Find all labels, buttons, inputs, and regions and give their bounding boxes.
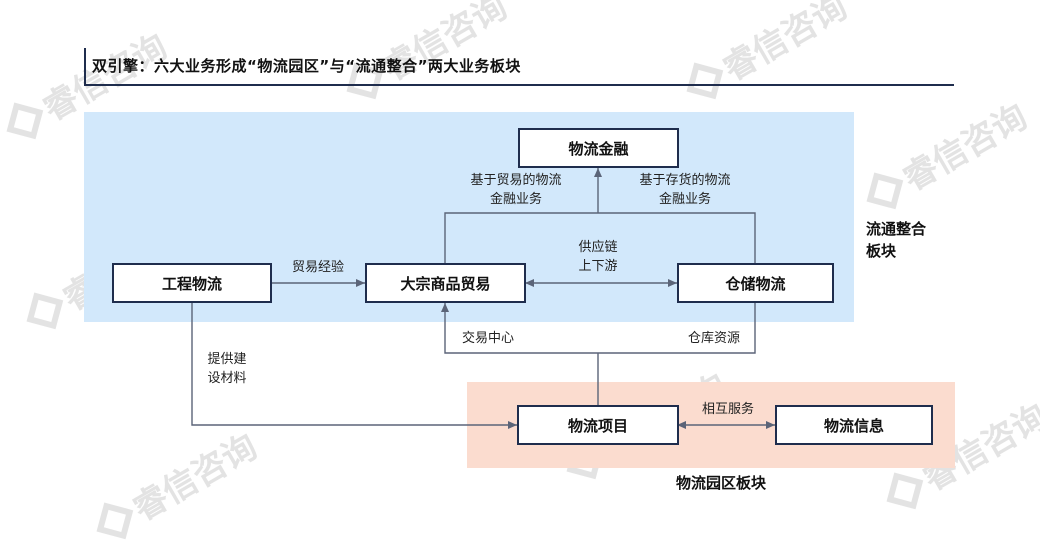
title-accent-bar: [84, 48, 86, 85]
edge-inventory-finance: [598, 212, 756, 264]
edge-trade-finance: [444, 212, 598, 264]
edge-label-line: 基于贸易的物流: [470, 173, 562, 188]
circulation-zone-label: 流通整合板块: [866, 220, 927, 260]
edge-label-line: 上下游: [578, 259, 618, 274]
node-label: 物流信息: [823, 416, 884, 435]
title-underline: [84, 84, 954, 86]
edge-materials: [191, 302, 517, 429]
edge-label-supply-chain: 供应链 上下游: [560, 238, 636, 276]
node-label: 仓储物流: [725, 274, 786, 293]
node-logistics-info: 物流信息: [775, 405, 933, 445]
node-logistics-project: 物流项目: [517, 405, 679, 445]
edge-label-line: 提供建: [207, 352, 247, 367]
edge-label-materials: 提供建 设材料: [196, 350, 258, 388]
edge-label-inventory-finance: 基于存货的物流 金融业务: [612, 171, 758, 209]
page-title: 双引擎：六大业务形成“物流园区”与“流通整合”两大业务板块: [92, 57, 521, 75]
park-zone-label: 物流园区板块: [676, 474, 767, 492]
node-label: 大宗商品贸易: [400, 274, 491, 293]
edge-label-line: 基于存货的物流: [639, 173, 731, 188]
connector-lines: [191, 168, 775, 429]
node-logistics-finance: 物流金融: [518, 128, 679, 168]
edge-label-trade-experience: 贸易经验: [291, 260, 344, 275]
edge-label-trading-center: 交易中心: [461, 331, 514, 346]
edge-label-line: 金融业务: [658, 192, 711, 207]
edge-label-line: 金融业务: [489, 192, 542, 207]
edge-trading-center: [441, 303, 598, 354]
edge-warehouse-resources: [598, 303, 756, 354]
edge-label-line: 设材料: [207, 371, 247, 386]
node-engineering-logistics: 工程物流: [112, 263, 272, 303]
node-label: 工程物流: [161, 274, 222, 293]
edge-label-warehouse-resources: 仓库资源: [687, 331, 740, 346]
edge-label-trade-finance: 基于贸易的物流 金融业务: [448, 171, 584, 209]
edge-label-line: 供应链: [578, 240, 618, 255]
edge-label-mutual-service: 相互服务: [701, 402, 754, 417]
node-warehouse-logistics: 仓储物流: [677, 263, 834, 303]
node-label: 物流金融: [568, 139, 629, 158]
node-label: 物流项目: [567, 416, 628, 435]
node-commodity-trade: 大宗商品贸易: [365, 263, 526, 303]
